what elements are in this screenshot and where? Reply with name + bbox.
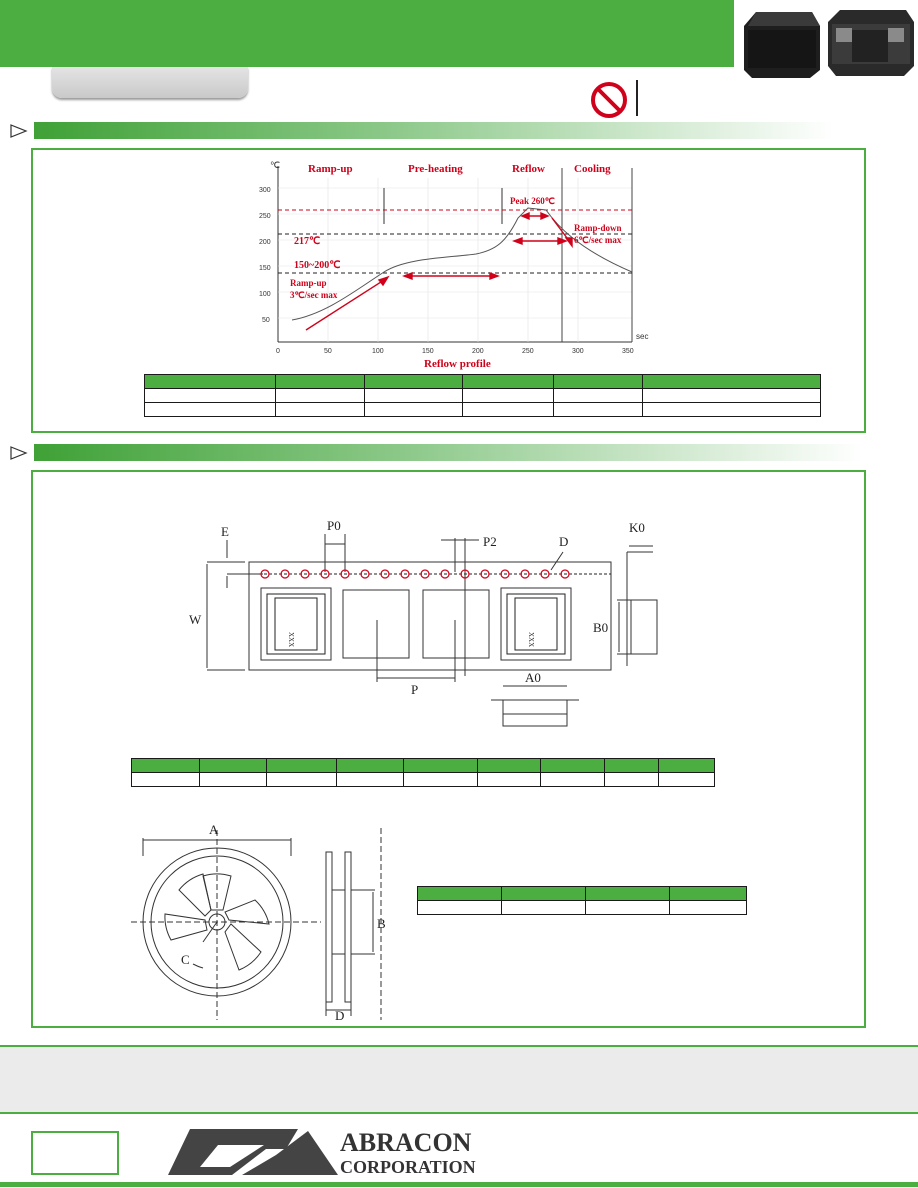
dim-label-d: D — [559, 534, 568, 549]
y-tick: 300 — [259, 187, 271, 194]
phase-label-reflow: Reflow — [512, 163, 545, 175]
phase-label-ramp-up: Ramp-up — [308, 163, 353, 175]
temp-range-label: 150~200℃ — [294, 260, 340, 271]
reel-table — [417, 886, 747, 915]
table-row — [144, 402, 821, 417]
table-row — [417, 900, 747, 915]
x-tick: 350 — [622, 348, 634, 355]
reflow-panel: Ramp-up Pre-heating Reflow Cooling Peak … — [31, 148, 866, 433]
footer-band — [0, 1045, 918, 1114]
x-unit-label: sec — [636, 332, 648, 341]
chart-grid — [278, 178, 632, 342]
dim-label-b0: B0 — [593, 620, 608, 635]
temp-217-label: 217℃ — [294, 236, 320, 247]
reel-label-c: C — [181, 952, 190, 967]
table-header-row — [417, 886, 747, 901]
y-tick: 200 — [259, 239, 271, 246]
dim-label-p0: P0 — [327, 518, 341, 533]
part-marking: XXX — [527, 632, 535, 647]
reel-label-a: A — [209, 822, 219, 837]
x-tick: 250 — [522, 348, 534, 355]
ramp-up-label: Ramp-up — [290, 278, 327, 288]
reflow-profile-chart: Ramp-up Pre-heating Reflow Cooling Peak … — [259, 160, 648, 370]
x-tick: 200 — [472, 348, 484, 355]
phase-label-cooling: Cooling — [574, 163, 611, 175]
table-header-row — [131, 758, 715, 773]
abracon-logo: ABRACON CORPORATION — [168, 1128, 476, 1177]
svg-text:CORPORATION: CORPORATION — [340, 1157, 476, 1177]
x-tick: 150 — [422, 348, 434, 355]
product-photo — [736, 0, 918, 80]
x-tick: 50 — [324, 348, 332, 355]
footer-line — [0, 1182, 918, 1187]
y-tick: 250 — [259, 213, 271, 220]
section-band-reflow — [34, 122, 834, 139]
section-arrow-icon — [10, 124, 28, 138]
reflow-table — [144, 374, 821, 417]
reel-label-b: B — [377, 916, 386, 931]
dim-label-a0: A0 — [525, 670, 541, 685]
x-tick: 0 — [276, 348, 280, 355]
table-header-row — [144, 374, 821, 389]
svg-text:ABRACON: ABRACON — [340, 1128, 472, 1157]
table-row — [144, 388, 821, 403]
dim-label-p: P — [411, 682, 418, 697]
x-tick: 100 — [372, 348, 384, 355]
section-band-packaging — [34, 444, 864, 461]
y-unit-label: ℃ — [270, 160, 280, 170]
divider-line — [636, 80, 638, 116]
reflow-curve — [291, 207, 633, 321]
y-tick: 150 — [259, 265, 271, 272]
peak-label: Peak 260℃ — [510, 196, 555, 206]
ramp-down-label: Ramp-down — [574, 223, 622, 233]
header-bar — [0, 0, 734, 67]
phase-label-pre-heating: Pre-heating — [408, 163, 463, 175]
reel-label-d: D — [335, 1008, 344, 1020]
dim-label-w: W — [189, 612, 202, 627]
section-arrow-icon — [10, 446, 28, 460]
chart-caption: Reflow profile — [424, 358, 491, 370]
x-tick: 300 — [572, 348, 584, 355]
no-sign-icon — [591, 82, 627, 118]
reel-diagram: A C B D — [131, 822, 386, 1020]
dim-label-k0: K0 — [629, 520, 645, 535]
table-row — [131, 772, 715, 787]
carrier-tape — [248, 561, 612, 671]
y-tick: 100 — [259, 291, 271, 298]
ramp-down-rate-label: 6℃/sec max — [574, 235, 622, 245]
dim-label-e: E — [221, 524, 229, 539]
y-tick: 50 — [262, 317, 270, 324]
tape-table — [131, 758, 715, 787]
part-marking: XXX — [287, 632, 295, 647]
tape-diagram: E P0 P2 D W P A0 K0 B0 XXX XXX — [189, 518, 658, 727]
ramp-up-rate-label: 3℃/sec max — [290, 290, 338, 300]
packaging-panel: E P0 P2 D W P A0 K0 B0 XXX XXX — [31, 470, 866, 1028]
header-tab — [52, 67, 248, 98]
dim-label-p2: P2 — [483, 534, 497, 549]
sprocket-holes — [260, 569, 570, 579]
footer-box — [31, 1131, 119, 1175]
